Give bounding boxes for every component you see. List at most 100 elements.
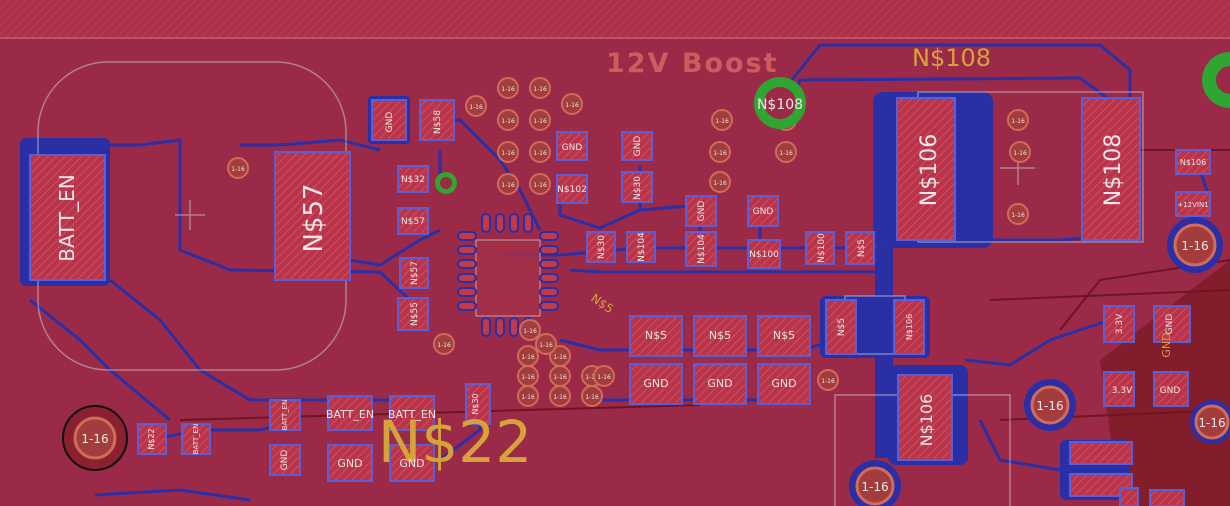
label-green-via: N$108 bbox=[757, 97, 803, 113]
pad-gnd-c: GND bbox=[633, 136, 643, 157]
via bbox=[535, 333, 557, 355]
pad-gnd-i: GND bbox=[1160, 386, 1181, 396]
pad-gnd-vertical: GND bbox=[1160, 332, 1173, 357]
n106-bottom-pad bbox=[897, 374, 953, 461]
pad-n32: N$32 bbox=[401, 175, 425, 185]
pad-n106s: N$106 bbox=[905, 314, 914, 340]
via bbox=[497, 77, 519, 99]
hole-label-br: 1-16 bbox=[1198, 416, 1225, 430]
mounting-holes bbox=[62, 52, 1230, 506]
via-label: 1-16 bbox=[821, 378, 835, 385]
via-label: 1-16 bbox=[469, 104, 483, 111]
pad-33v-a: 3.3V bbox=[1115, 313, 1125, 334]
pad-batt-en-v: BATT_EN bbox=[192, 424, 200, 455]
via-label: 1-16 bbox=[779, 150, 793, 157]
pad-n57b: N$57 bbox=[410, 261, 420, 285]
label-n106: N$106 bbox=[917, 134, 942, 206]
small-pad-rects bbox=[137, 99, 1211, 506]
via-label: 1-16 bbox=[1011, 118, 1025, 125]
n108-pad bbox=[1081, 97, 1141, 241]
via-label: 1-16 bbox=[501, 182, 515, 189]
via-label: 1-16 bbox=[553, 374, 567, 381]
batt-en-pad bbox=[29, 154, 106, 281]
via bbox=[775, 141, 797, 163]
pad-gnd-a: GND bbox=[385, 112, 395, 133]
via bbox=[529, 141, 551, 163]
via-label: 1-16 bbox=[1011, 212, 1025, 219]
via-label: 1-16 bbox=[501, 150, 515, 157]
pad-gnd-f: GND bbox=[707, 377, 732, 390]
via-label: 1-16 bbox=[585, 374, 599, 381]
pad-gnd-e: GND bbox=[643, 377, 668, 390]
via bbox=[497, 109, 519, 131]
hole-label-right: 1-16 bbox=[1181, 239, 1208, 253]
pad-batt-en-a: BATT_EN bbox=[281, 400, 289, 431]
vias: 1-16 1-16 1-16 1-16 1-16 1-16 1-16 1-16 1-16 1-16… bbox=[227, 77, 1031, 407]
pad-n5d: N$5 bbox=[773, 329, 795, 342]
green-via-hole bbox=[764, 87, 796, 119]
via-label: 1-16 bbox=[1013, 150, 1027, 157]
via-label: 1-16 bbox=[437, 342, 451, 349]
label-n57: N$57 bbox=[299, 183, 329, 252]
via bbox=[711, 109, 733, 131]
pad-gnd-l: GND bbox=[399, 457, 424, 470]
pad-gnd-e2: GND bbox=[753, 207, 774, 217]
via-label: 1-16 bbox=[231, 166, 245, 173]
via-label: 1-16 bbox=[501, 118, 515, 125]
pad-gnd-h: GND bbox=[1165, 314, 1175, 335]
pad-n55: N$55 bbox=[410, 302, 420, 326]
label-batt-en: BATT_EN bbox=[55, 174, 79, 262]
pad-gnd-j: GND bbox=[280, 450, 290, 471]
pad-n5b: N$5 bbox=[645, 329, 667, 342]
hole-label-bottom: 1-16 bbox=[861, 480, 888, 494]
via-label: 1-16 bbox=[521, 374, 535, 381]
pad-n104: N$104 bbox=[637, 232, 647, 262]
via bbox=[227, 157, 249, 179]
pad-n22: N$22 bbox=[147, 428, 156, 449]
pad-n106r: N$106 bbox=[1180, 158, 1206, 167]
pad-n58: N$58 bbox=[433, 110, 443, 134]
pad-n100: N$100 bbox=[749, 250, 779, 260]
via bbox=[529, 173, 551, 195]
via bbox=[1007, 109, 1029, 131]
via bbox=[709, 171, 731, 193]
via-label: 1-16 bbox=[553, 354, 567, 361]
large-pads bbox=[29, 97, 1141, 461]
pad-n30b: N$30 bbox=[633, 176, 643, 200]
pad-n30: N$30 bbox=[471, 393, 480, 414]
via bbox=[593, 365, 615, 387]
via bbox=[465, 95, 487, 117]
pad-n5e: N$5 bbox=[837, 318, 847, 336]
pad-n100b: N$100 bbox=[817, 233, 827, 263]
pad-n5a: N$5 bbox=[857, 239, 867, 257]
pad-n30c: N$30 bbox=[597, 235, 607, 259]
via bbox=[529, 109, 551, 131]
via-label: 1-16 bbox=[523, 328, 537, 335]
via-label: 1-16 bbox=[565, 102, 579, 109]
via-label: 1-16 bbox=[715, 118, 729, 125]
via-label: 1-16 bbox=[533, 118, 547, 125]
n106-pad bbox=[896, 97, 956, 241]
label-n106-bottom: N$106 bbox=[917, 394, 936, 447]
via bbox=[1007, 203, 1029, 225]
via-label: 1-16 bbox=[713, 150, 727, 157]
via bbox=[549, 385, 571, 407]
via-label: 1-16 bbox=[553, 394, 567, 401]
via bbox=[519, 319, 541, 341]
via-label: 1-16 bbox=[585, 394, 599, 401]
top-hatch-band bbox=[0, 0, 1230, 38]
via bbox=[497, 173, 519, 195]
pad-batt-en-c: BATT_EN bbox=[388, 408, 436, 421]
via-label: 1-16 bbox=[533, 86, 547, 93]
via-label: 1-16 bbox=[521, 354, 535, 361]
via bbox=[817, 369, 839, 391]
net-label-big: N$22 bbox=[378, 408, 532, 476]
label-n108: N$108 bbox=[1101, 134, 1126, 206]
n57-pad bbox=[274, 151, 351, 281]
via bbox=[581, 385, 603, 407]
pad-12vin: +12VIN1 bbox=[1177, 201, 1208, 209]
pad-gnd-k: GND bbox=[337, 457, 362, 470]
via-label: 1-16 bbox=[713, 180, 727, 187]
